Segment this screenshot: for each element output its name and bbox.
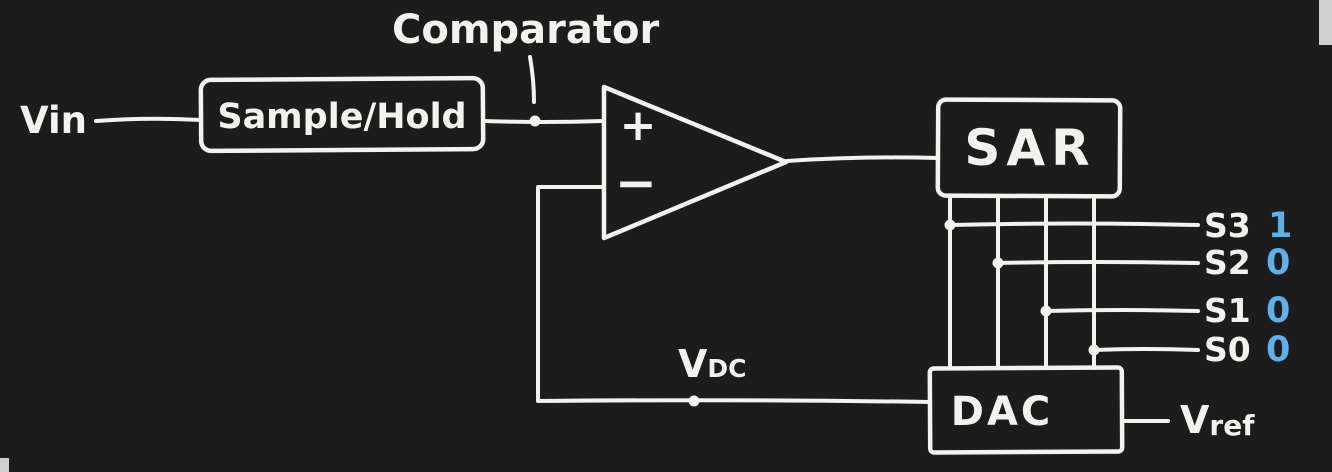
comparator-label: Comparator <box>392 7 659 53</box>
sar-label: SAR <box>964 119 1095 177</box>
wire-s1 <box>1044 308 1200 313</box>
wire-s0 <box>1092 347 1200 352</box>
dac-label: DAC <box>951 389 1054 435</box>
vin-label: Vin <box>20 99 87 142</box>
vref-sub: ref <box>1209 409 1255 442</box>
vdc-main: V <box>678 342 708 386</box>
dac-box <box>927 365 1125 455</box>
wire-s2 <box>996 260 1200 265</box>
vdc-label: VDC <box>678 342 747 386</box>
output-label-s0: S0 <box>1204 330 1251 369</box>
wire-vin <box>94 116 203 123</box>
wire-s3 <box>948 221 1200 227</box>
vref-label: Vref <box>1180 398 1255 442</box>
output-label-s1: S1 <box>1204 291 1251 330</box>
wire-feedback <box>536 185 932 404</box>
vdc-sub: DC <box>707 354 746 383</box>
vref-main: V <box>1180 398 1210 442</box>
canvas-edge-fragment-bottom-left <box>0 458 9 472</box>
output-label-s2: S2 <box>1204 243 1251 282</box>
output-bit-s3: 1 <box>1268 206 1292 246</box>
junction-dot-s1 <box>1040 305 1052 317</box>
canvas-edge-fragment-top-right <box>1319 0 1332 45</box>
output-bit-s2: 0 <box>1266 243 1290 283</box>
output-label-s3: S3 <box>1204 206 1251 245</box>
output-bit-s1: 0 <box>1266 291 1290 331</box>
output-bit-s0: 0 <box>1266 330 1290 370</box>
sample-hold-label: Sample/Hold <box>217 97 466 137</box>
comparator-plus-sign: + <box>620 100 657 151</box>
comparator-minus-sign: − <box>615 154 657 212</box>
wire-samplehold-to-comparator <box>481 119 605 124</box>
junction-dot-s3 <box>944 219 956 231</box>
junction-dot-comparator-input <box>529 115 541 127</box>
comparator-triangle <box>601 84 789 241</box>
junction-dot-vdc <box>688 395 700 407</box>
sar-box <box>935 97 1123 199</box>
junction-dot-s2 <box>992 257 1004 269</box>
comparator-pointer-line <box>528 55 536 104</box>
sample-hold-box <box>198 75 486 154</box>
junction-dot-s0 <box>1088 344 1100 356</box>
wire-comparator-to-sar <box>785 155 940 163</box>
